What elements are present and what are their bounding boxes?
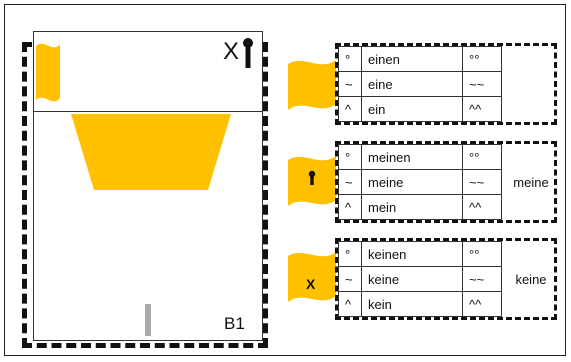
word-cell: meinen bbox=[361, 144, 463, 170]
symbol-cell: ~ bbox=[338, 266, 362, 292]
word-cell: einen bbox=[361, 46, 463, 72]
article-group-ein: ° einen °° ~ eine ~~ ^ ein ^^ bbox=[335, 43, 557, 125]
board-label: B1 bbox=[224, 314, 245, 333]
word-cell: mein bbox=[361, 194, 463, 220]
symbol-cell: ^ bbox=[338, 194, 362, 220]
table-row: ^ mein ^^ bbox=[338, 194, 502, 220]
trapezoid-shape bbox=[71, 114, 231, 190]
table-row: ~ meine ~~ bbox=[338, 169, 502, 195]
gray-pin bbox=[145, 304, 151, 336]
symbol-cell: ° bbox=[338, 241, 362, 267]
board-panel: X B1 bbox=[33, 31, 263, 341]
forms-table: ° einen °° ~ eine ~~ ^ ein ^^ bbox=[338, 46, 502, 122]
mark-cell: ~~ bbox=[462, 169, 502, 195]
keyhole-icon bbox=[308, 170, 316, 185]
word-cell: keinen bbox=[361, 241, 463, 267]
mark-cell: °° bbox=[462, 144, 502, 170]
symbol-cell: ^ bbox=[338, 291, 362, 317]
mark-cell: °° bbox=[462, 46, 502, 72]
word-cell: meine bbox=[361, 169, 463, 195]
yellow-flag-icon bbox=[36, 43, 60, 102]
symbol-cell: ^ bbox=[338, 96, 362, 122]
mark-cell: ^^ bbox=[462, 96, 502, 122]
x-letter: X bbox=[223, 38, 240, 65]
table-row: ° keinen °° bbox=[338, 241, 502, 267]
word-cell: keine bbox=[361, 266, 463, 292]
symbol-cell: ° bbox=[338, 46, 362, 72]
outer-frame bbox=[4, 4, 566, 356]
yellow-flag-2 bbox=[288, 156, 336, 206]
table-row: ~ keine ~~ bbox=[338, 266, 502, 292]
symbol-cell: ~ bbox=[338, 71, 362, 97]
forms-table: ° keinen °° ~ keine ~~ ^ kein ^^ bbox=[338, 241, 502, 317]
mark-cell: ^^ bbox=[462, 194, 502, 220]
combined-form: meine bbox=[513, 174, 549, 190]
article-group-mein: ° meinen °° ~ meine ~~ ^ mein ^^ meine bbox=[335, 141, 557, 223]
mark-cell: ~~ bbox=[462, 266, 502, 292]
mark-cell: ^^ bbox=[462, 291, 502, 317]
mark-cell: ~~ bbox=[462, 71, 502, 97]
word-cell: ein bbox=[361, 96, 463, 122]
symbol-cell: ~ bbox=[338, 169, 362, 195]
symbol-cell: ° bbox=[338, 144, 362, 170]
forms-table: ° meinen °° ~ meine ~~ ^ mein ^^ bbox=[338, 144, 502, 220]
word-cell: eine bbox=[361, 71, 463, 97]
mark-cell: °° bbox=[462, 241, 502, 267]
table-row: ° meinen °° bbox=[338, 144, 502, 170]
combined-form: keine bbox=[515, 271, 547, 287]
table-row: ° einen °° bbox=[338, 46, 502, 72]
keyhole-icon bbox=[243, 38, 253, 68]
yellow-flag-3 bbox=[288, 252, 336, 302]
x-letter-flag: X bbox=[306, 276, 316, 292]
yellow-flag-1 bbox=[288, 60, 336, 110]
table-row: ^ ein ^^ bbox=[338, 96, 502, 122]
article-group-kein: ° keinen °° ~ keine ~~ ^ kein ^^ keine bbox=[335, 238, 557, 320]
table-row: ^ kein ^^ bbox=[338, 291, 502, 317]
panel-header: X bbox=[34, 32, 262, 112]
word-cell: kein bbox=[361, 291, 463, 317]
table-row: ~ eine ~~ bbox=[338, 71, 502, 97]
